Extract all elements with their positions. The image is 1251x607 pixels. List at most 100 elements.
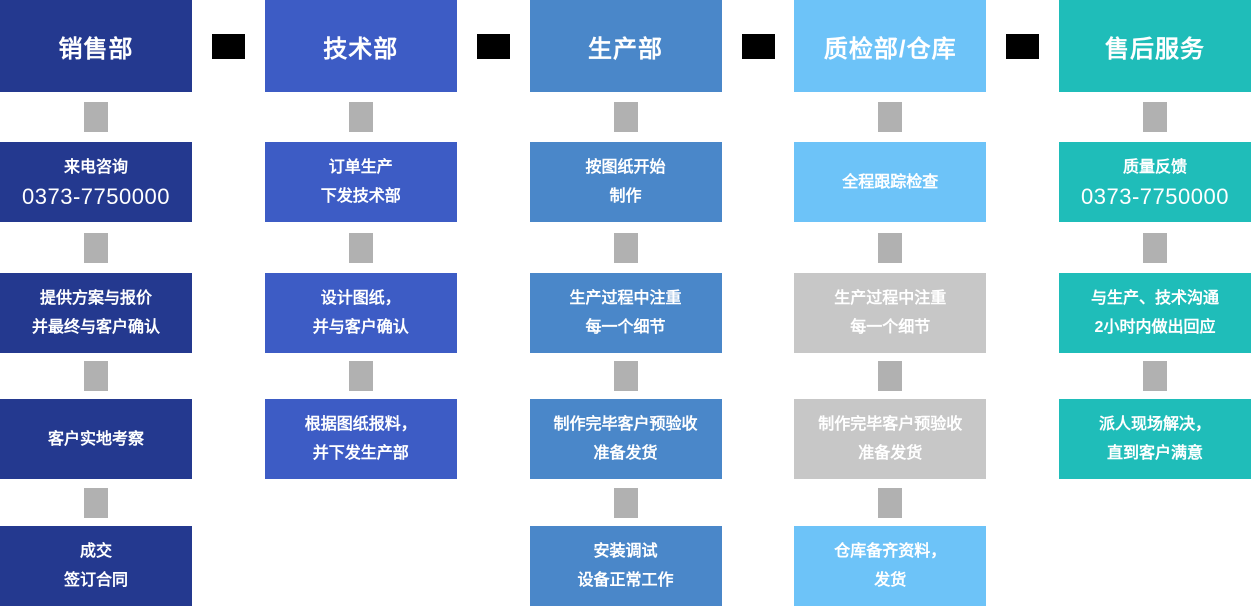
down-connector-icon xyxy=(84,361,108,391)
flow-step: 来电咨询 0373-7750000 xyxy=(0,92,192,222)
flow-step: 客户实地考察 xyxy=(0,353,192,479)
flow-column-qc-warehouse: 质检部/仓库全程跟踪检查生产过程中注重每一个细节制作完毕客户预验收准备发货仓库备… xyxy=(794,0,987,606)
flow-arrow-icon xyxy=(212,34,245,59)
down-connector-icon xyxy=(1143,361,1167,391)
flow-step: 制作完毕客户预验收准备发货 xyxy=(794,353,987,479)
step-text-line: 制作完毕客户预验收 xyxy=(818,416,963,433)
down-connector-icon xyxy=(1143,102,1167,132)
column-header: 技术部 xyxy=(264,0,457,92)
connector-zone xyxy=(794,92,986,142)
step-box: 根据图纸报料， 并下发生产部 xyxy=(264,399,457,479)
down-connector-icon xyxy=(878,232,903,263)
connector-zone xyxy=(794,479,986,526)
flow-step: 根据图纸报料， 并下发生产部 xyxy=(264,353,457,479)
step-text-line: 全程跟踪检查 xyxy=(842,173,939,191)
down-connector-icon xyxy=(613,361,638,391)
connector-zone xyxy=(530,353,722,399)
step-text-line: 并下发生产部 xyxy=(312,445,409,462)
step-text-line: 制作 xyxy=(609,188,642,205)
down-connector-icon xyxy=(84,487,108,518)
step-text-line: 0373-7750000 xyxy=(1081,183,1229,209)
connector-zone xyxy=(265,353,457,399)
connector-zone xyxy=(530,92,722,142)
down-connector-icon xyxy=(878,487,903,518)
connector-zone xyxy=(265,222,457,273)
connector-zone xyxy=(530,479,722,526)
down-connector-icon xyxy=(878,102,903,132)
step-text-line: 下发技术部 xyxy=(320,188,401,205)
down-connector-icon xyxy=(84,102,108,132)
flow-arrow-icon xyxy=(1006,34,1040,59)
down-connector-icon xyxy=(878,361,903,391)
step-box: 仓库备齐资料， 发货 xyxy=(794,526,987,606)
flow-step: 生产过程中注重每一个细节 xyxy=(529,222,722,353)
connector-zone xyxy=(0,479,192,526)
step-text-line: 根据图纸报料， xyxy=(304,416,417,433)
step-text-line: 发货 xyxy=(874,572,907,589)
flow-step: 全程跟踪检查 xyxy=(794,92,987,222)
down-connector-icon xyxy=(84,232,108,263)
step-box: 全程跟踪检查 xyxy=(794,142,987,222)
column-header: 生产部 xyxy=(529,0,722,92)
down-connector-icon xyxy=(1143,232,1167,263)
step-text-line: 0373-7750000 xyxy=(22,183,170,209)
step-box: 制作完毕客户预验收准备发货 xyxy=(529,399,722,479)
flow-arrow-icon xyxy=(476,34,510,59)
flow-step: 质量反馈 0373-7750000 xyxy=(1059,92,1251,222)
step-box: 订单生产下发技术部 xyxy=(264,142,457,222)
step-text-line: 生产过程中注重 xyxy=(569,290,682,307)
step-text-line: 成交 xyxy=(79,543,112,560)
flow-step: 按图纸开始制作 xyxy=(529,92,722,222)
flow-step: 派人现场解决，直到客户满意 xyxy=(1059,353,1251,479)
step-text-line: 按图纸开始 xyxy=(585,159,666,176)
step-box: 安装调试设备正常工作 xyxy=(529,526,722,606)
step-text-line: 质量反馈 xyxy=(1122,158,1187,176)
down-connector-icon xyxy=(613,102,638,132)
down-connector-icon xyxy=(348,232,373,263)
step-text-line: 来电咨询 xyxy=(63,158,128,176)
step-text-line: 并最终与客户确认 xyxy=(31,319,160,336)
flow-column-tech: 技术部订单生产下发技术部设计图纸， 并与客户确认根据图纸报料， 并下发生产部 xyxy=(264,0,457,606)
step-text-line: 并与客户确认 xyxy=(312,319,409,336)
step-box: 生产过程中注重每一个细节 xyxy=(529,273,722,353)
connector-zone xyxy=(794,353,986,399)
step-text-line: 设计图纸， xyxy=(320,290,401,307)
step-box: 生产过程中注重每一个细节 xyxy=(794,273,987,353)
down-connector-icon xyxy=(348,361,373,391)
down-connector-icon xyxy=(613,232,638,263)
flow-step: 成交签订合同 xyxy=(0,479,192,606)
step-text-line: 制作完毕客户预验收 xyxy=(553,416,698,433)
step-box: 制作完毕客户预验收准备发货 xyxy=(794,399,987,479)
flow-step: 制作完毕客户预验收准备发货 xyxy=(529,353,722,479)
step-text-line: 仓库备齐资料， xyxy=(834,543,947,560)
connector-zone xyxy=(0,353,192,399)
step-text-line: 生产过程中注重 xyxy=(834,290,947,307)
down-connector-icon xyxy=(348,102,373,132)
step-text-line: 设备正常工作 xyxy=(577,572,674,589)
flow-step: 安装调试设备正常工作 xyxy=(529,479,722,606)
flow-step: 设计图纸， 并与客户确认 xyxy=(264,222,457,353)
step-box: 设计图纸， 并与客户确认 xyxy=(264,273,457,353)
step-box: 客户实地考察 xyxy=(0,399,192,479)
step-text-line: 每一个细节 xyxy=(850,319,931,336)
step-text-line: 与生产、技术沟通 xyxy=(1090,290,1219,307)
flow-step: 仓库备齐资料， 发货 xyxy=(794,479,987,606)
step-text-line: 提供方案与报价 xyxy=(39,290,152,307)
step-text-line: 直到客户满意 xyxy=(1106,445,1203,462)
step-box: 成交签订合同 xyxy=(0,526,192,606)
step-box: 质量反馈 0373-7750000 xyxy=(1059,142,1251,222)
flow-step: 生产过程中注重每一个细节 xyxy=(794,222,987,353)
connector-zone xyxy=(265,92,457,142)
step-box: 按图纸开始制作 xyxy=(529,142,722,222)
connector-zone xyxy=(1059,92,1251,142)
flow-step: 订单生产下发技术部 xyxy=(264,92,457,222)
connector-zone xyxy=(0,222,192,273)
flow-step: 提供方案与报价并最终与客户确认 xyxy=(0,222,192,353)
connector-zone xyxy=(0,92,192,142)
column-header: 售后服务 xyxy=(1059,0,1251,92)
